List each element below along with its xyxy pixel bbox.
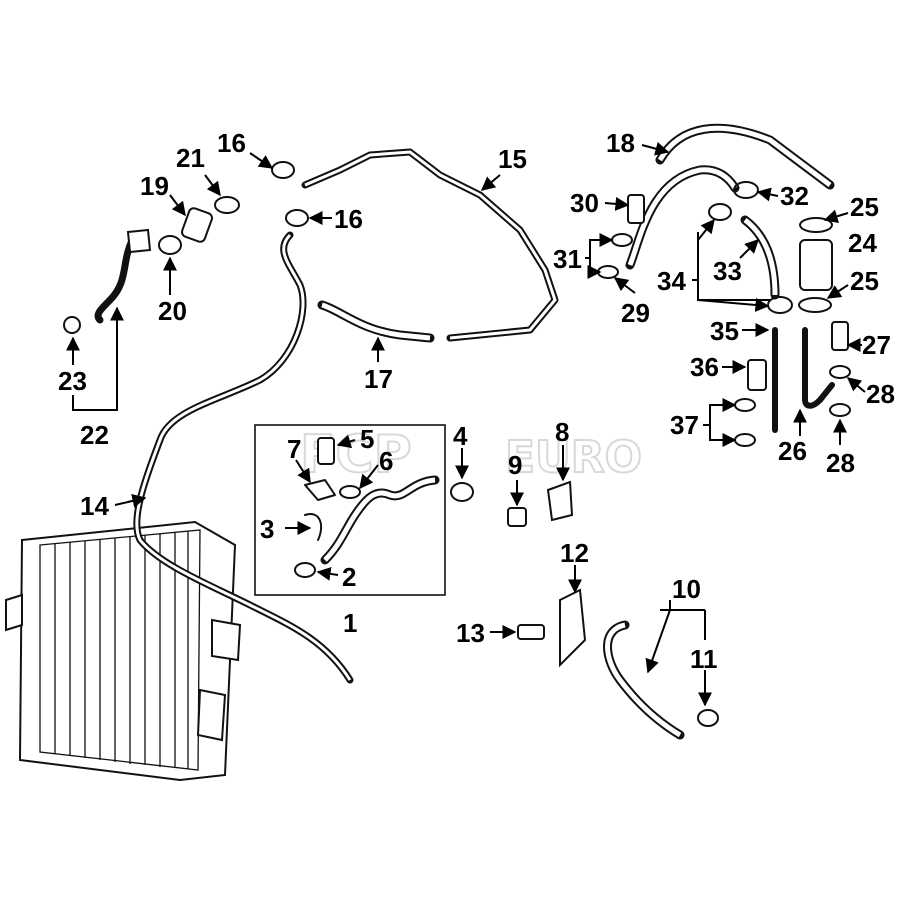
callout-26: 26: [778, 436, 807, 466]
callout-10: 10: [672, 574, 701, 604]
oring-6: [339, 485, 361, 499]
callout-27: 27: [862, 330, 891, 360]
callout-24: 24: [848, 228, 877, 258]
callout-13: 13: [456, 618, 485, 648]
callout-23: 23: [58, 366, 87, 396]
clamp-20: [158, 235, 182, 255]
watermark-fcp: FCP: [300, 425, 412, 485]
callout-34: 34: [657, 266, 686, 296]
callout-33: 33: [713, 256, 742, 286]
callout-12: 12: [560, 538, 589, 568]
bolt-9: [507, 507, 527, 527]
bolt-30: [627, 194, 645, 224]
watermark-euro: EURO: [505, 432, 642, 483]
callout-11: 11: [690, 644, 718, 674]
callout-9: 9: [508, 450, 522, 480]
callout-25-lower: 25: [850, 266, 879, 296]
watermark: FCP EURO: [299, 424, 643, 486]
callout-16-upper: 16: [217, 128, 246, 158]
callout-29: 29: [621, 298, 650, 328]
callout-22: 22: [80, 420, 109, 450]
clamp-16-upper: [271, 161, 295, 179]
callout-37: 37: [670, 410, 699, 440]
callout-8: 8: [555, 417, 569, 447]
callout-19: 19: [140, 171, 169, 201]
callout-leaders: [66, 141, 866, 707]
callout-6: 6: [379, 446, 393, 476]
pipe-22: [63, 228, 152, 334]
callout-31: 31: [553, 244, 582, 274]
washer-37: [734, 398, 756, 447]
callout-labels: 1 2 3 4 5 6 7 8 9 10 11 12 13 14 15 16 1…: [58, 128, 895, 674]
clamp-16-lower: [285, 209, 309, 227]
callout-32: 32: [780, 181, 809, 211]
oring-11: [697, 709, 719, 727]
callout-4: 4: [453, 421, 468, 451]
seal-2: [294, 562, 316, 578]
callout-20: 20: [158, 296, 187, 326]
bolt-36: [747, 359, 767, 391]
callout-36: 36: [690, 352, 719, 382]
pipe-10: [603, 620, 685, 740]
callout-30: 30: [570, 188, 599, 218]
callout-28-lower: 28: [826, 448, 855, 478]
washer-28: [829, 365, 851, 417]
callout-17: 17: [364, 364, 393, 394]
callout-25-upper: 25: [850, 192, 879, 222]
clamp-4: [450, 482, 474, 502]
callout-7: 7: [287, 434, 301, 464]
hose-17: [317, 300, 435, 343]
callout-3: 3: [260, 514, 274, 544]
callout-2: 2: [342, 562, 356, 592]
bolt-13: [517, 624, 545, 640]
pipe-6: [320, 475, 440, 565]
clamp-21: [214, 196, 240, 214]
callout-1: 1: [343, 608, 357, 638]
callout-21: 21: [176, 143, 205, 173]
hose-15: [301, 148, 559, 342]
clip-7: [304, 479, 336, 501]
clip-3: [304, 513, 323, 541]
hose-24: [799, 239, 833, 291]
callout-18: 18: [606, 128, 635, 158]
callout-5: 5: [360, 424, 374, 454]
sensor-5: [317, 437, 335, 465]
hose-19: [181, 207, 213, 243]
callout-15: 15: [498, 144, 527, 174]
callout-28-upper: 28: [866, 379, 895, 409]
callout-14: 14: [80, 491, 109, 521]
radiator: [5, 520, 242, 782]
hose-14: [133, 231, 354, 684]
callout-35: 35: [710, 316, 739, 346]
hose-29: [625, 165, 740, 270]
assembly-1-box: [254, 424, 446, 596]
callout-16-lower: 16: [334, 204, 363, 234]
pipe-26: [802, 327, 835, 409]
clamp-25: [798, 217, 833, 313]
hose-33: [740, 215, 780, 300]
bracket-12: [559, 588, 587, 668]
bracket-8: [546, 480, 574, 522]
bolt-27: [831, 321, 849, 351]
